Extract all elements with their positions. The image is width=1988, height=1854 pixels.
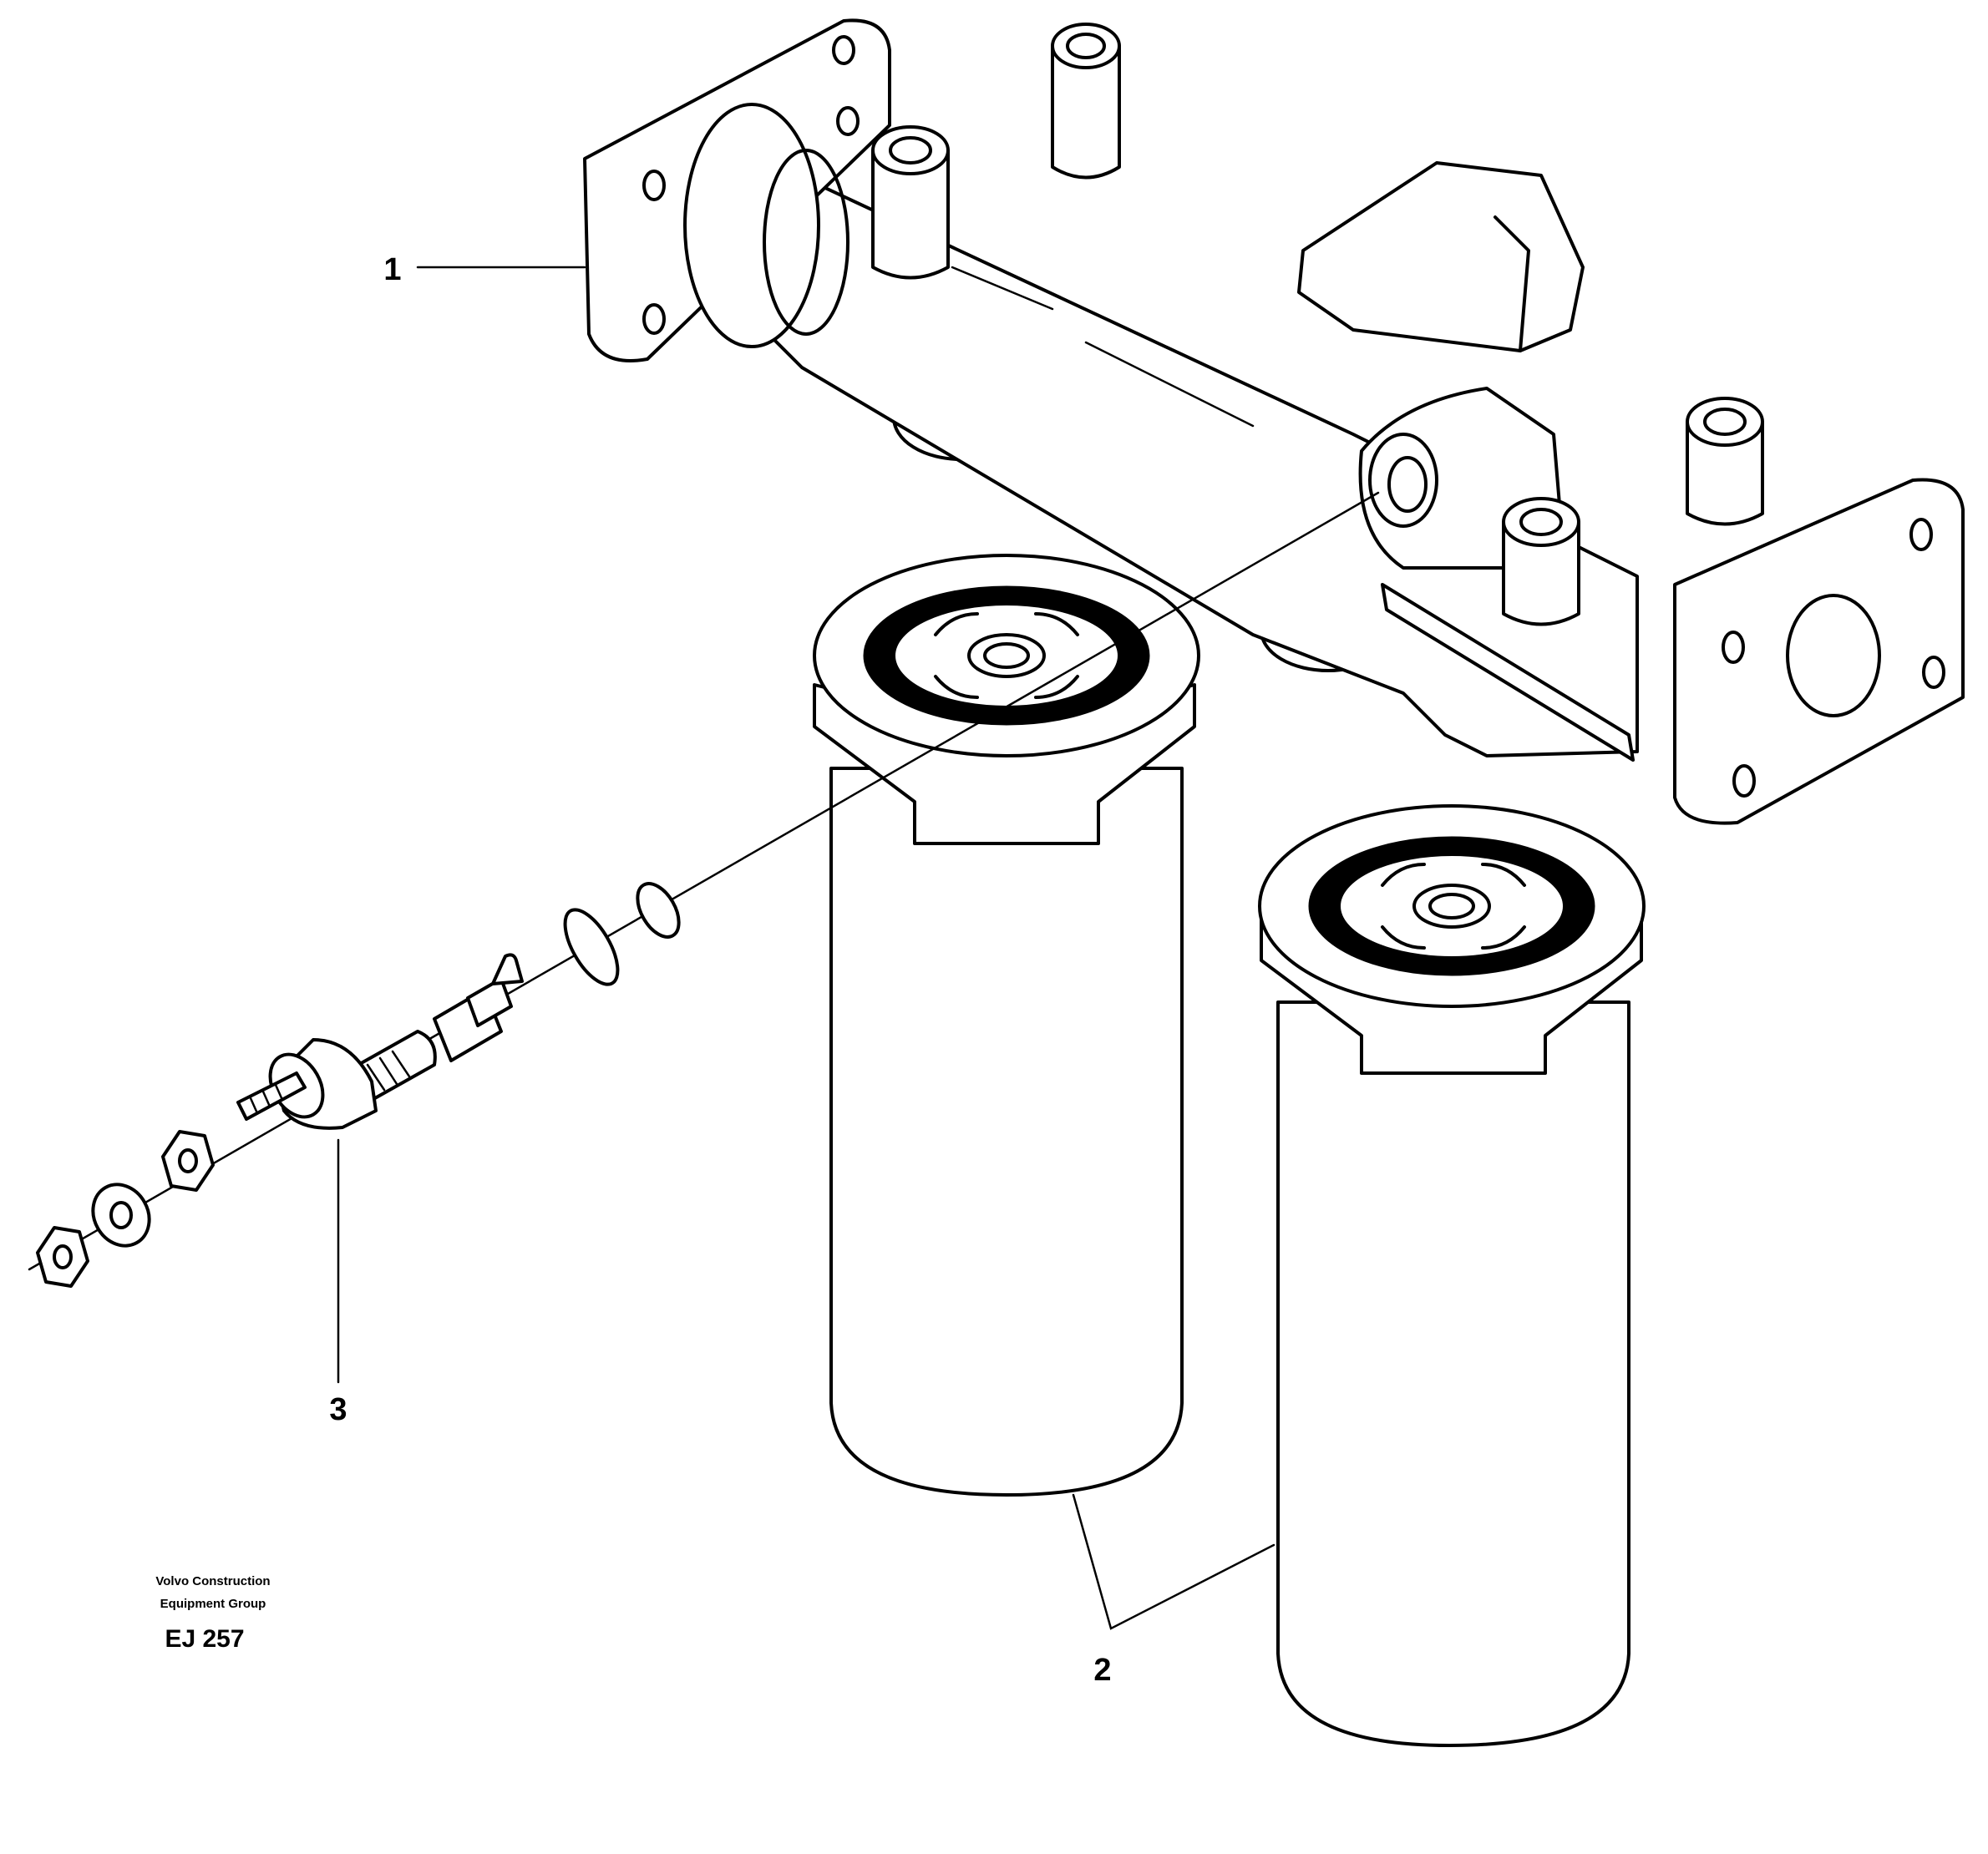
filter-slot <box>1381 863 1426 887</box>
filter-cartridge-a <box>813 554 1200 1497</box>
flange-right-port <box>1786 594 1881 717</box>
filter-slot <box>1381 925 1426 950</box>
terminal-washer <box>91 1183 151 1248</box>
filter-canister-body <box>1276 1000 1630 1747</box>
flange-bolt-hole <box>1922 656 1945 689</box>
manifold-fitting-boss <box>1051 44 1121 180</box>
manifold-hex-boss <box>1297 161 1585 352</box>
manifold-fitting-top <box>1686 397 1764 447</box>
filter-cartridge-b <box>1258 804 1646 1747</box>
switch-tip <box>491 953 524 985</box>
manifold-fitting-boss <box>871 149 950 280</box>
stud-thread-lines <box>249 1083 284 1115</box>
manifold-fitting-bore <box>889 136 932 165</box>
callout-label-2: 2 <box>1093 1653 1111 1688</box>
manifold-fitting-top <box>1051 23 1121 69</box>
callout-2-leader <box>1072 1493 1275 1630</box>
terminal-nut-2 <box>36 1226 89 1288</box>
manifold-fitting-bore <box>1519 508 1563 536</box>
credit-line-2: Equipment Group <box>160 1597 266 1611</box>
manifold-fitting-top <box>871 125 950 175</box>
callout-label-1: 1 <box>383 252 401 287</box>
flange-bolt-hole <box>836 106 860 136</box>
o-ring-small <box>636 882 681 939</box>
filter-thread-bore <box>1428 893 1475 919</box>
switch-thread-lines <box>366 1050 411 1092</box>
filter-canister-body <box>829 767 1184 1497</box>
flange-bolt-hole <box>642 170 666 201</box>
filter-slot <box>1034 675 1079 699</box>
pressure-switch-assembly <box>36 882 681 1288</box>
drawing-code: EJ 257 <box>165 1625 244 1653</box>
manifold-fitting-boss <box>1502 520 1580 626</box>
filter-thread-hub <box>1412 884 1491 929</box>
o-ring-large <box>563 908 620 986</box>
manifold-fitting-boss <box>1686 420 1764 526</box>
flange-bolt-hole <box>832 35 855 65</box>
flange-bolt-hole <box>1732 764 1756 798</box>
filter-thread-hub <box>967 633 1046 678</box>
callout-label-3: 3 <box>329 1392 347 1427</box>
flange-left-port <box>683 103 820 348</box>
filter-slot <box>934 612 979 636</box>
manifold-hex-edge <box>1494 215 1530 352</box>
filter-slot <box>1034 612 1079 636</box>
credit-line-1: Volvo Construction <box>155 1574 270 1588</box>
manifold-bottom-rail <box>1381 583 1635 762</box>
manifold-outlet-bore <box>1387 456 1428 513</box>
manifold-fitting-bore <box>1066 33 1106 59</box>
flange-bolt-hole <box>642 303 666 335</box>
terminal-nut-1 <box>161 1130 215 1192</box>
filter-thread-bore <box>983 642 1030 669</box>
switch-spool <box>466 977 513 1027</box>
flange-left-port-inner <box>763 149 849 336</box>
manifold-highlight <box>1084 341 1255 428</box>
flange-bolt-hole <box>1909 518 1933 551</box>
manifold-highlight <box>951 266 1054 311</box>
filter-slot <box>1481 863 1526 887</box>
manifold-flange-right <box>1673 478 1965 825</box>
filter-slot <box>1481 925 1526 950</box>
manifold-fitting-bore <box>1703 408 1747 436</box>
filter-slot <box>934 675 979 699</box>
manifold-fitting-top <box>1502 497 1580 547</box>
assembly-axis-line <box>28 491 1380 1271</box>
flange-bolt-hole <box>1722 631 1745 664</box>
filter-head-manifold <box>583 18 1965 825</box>
